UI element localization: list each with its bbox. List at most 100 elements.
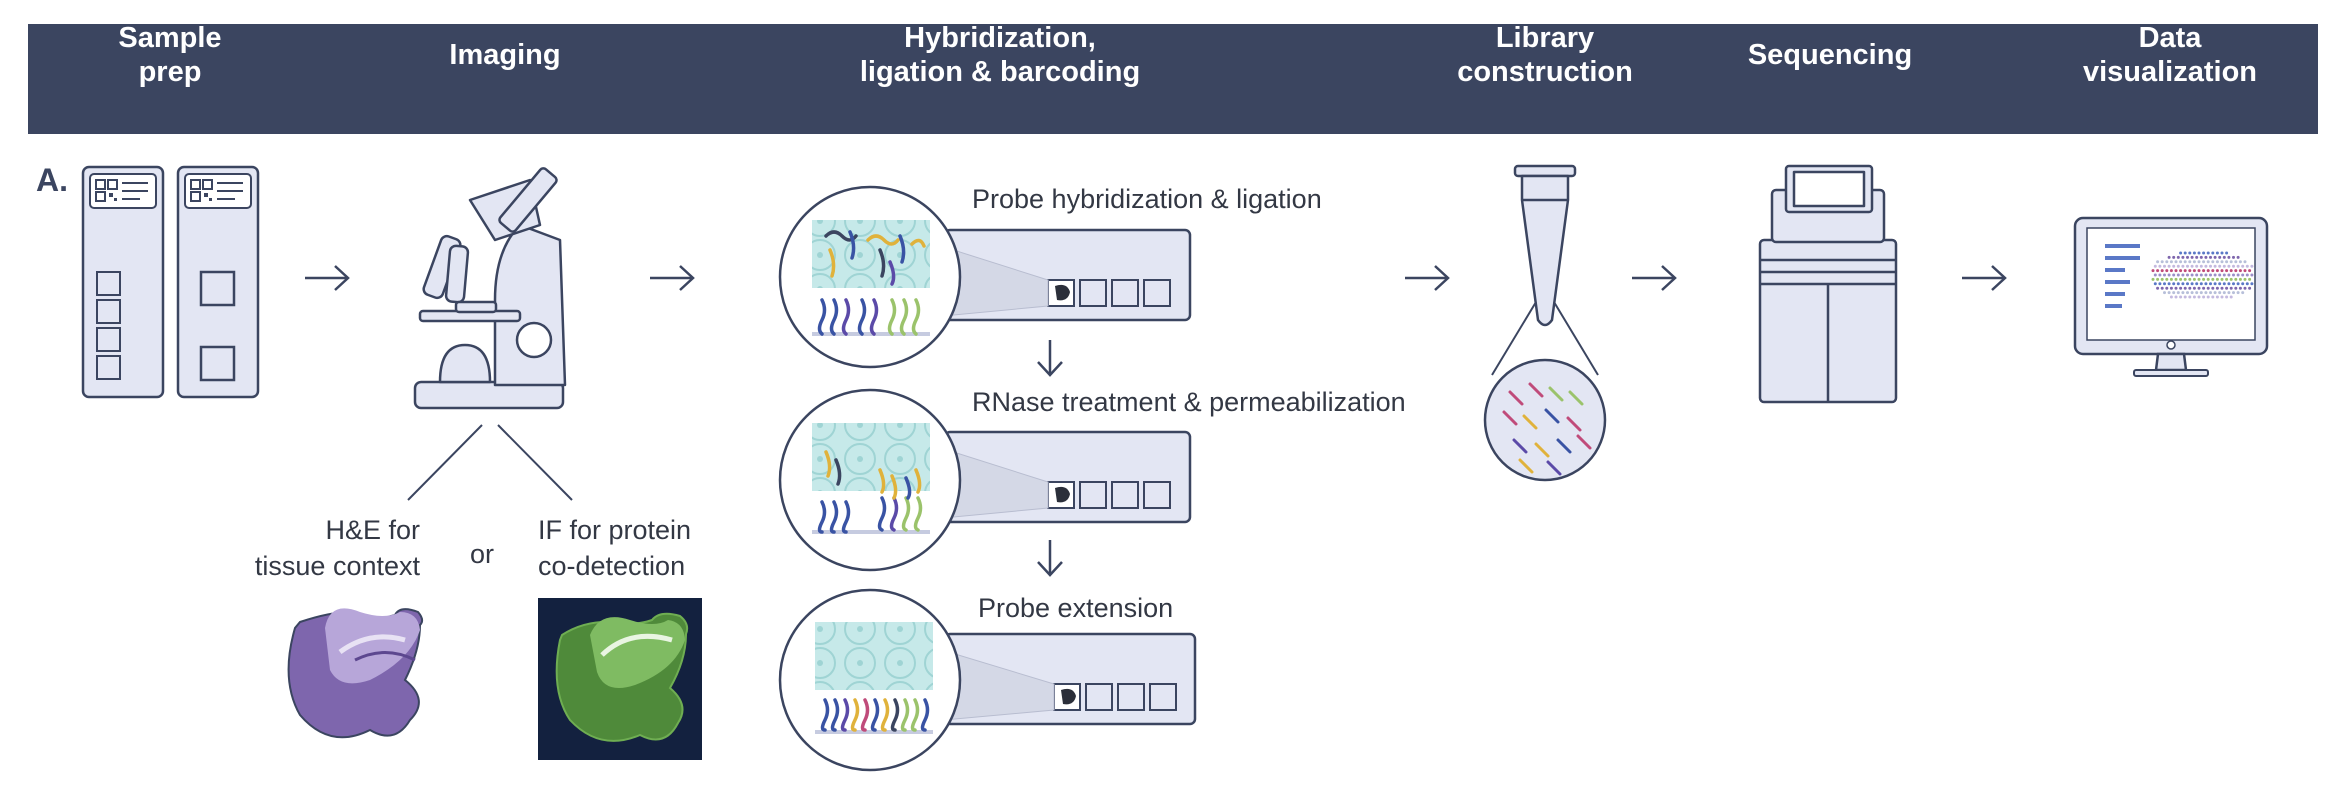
plot-dot: [2232, 282, 2235, 286]
step-data-visualization: Data visualization: [2082, 22, 2258, 88]
plot-dot: [2211, 277, 2215, 281]
plot-dot: [2176, 282, 2180, 286]
plot-dot: [2227, 291, 2231, 295]
plot-dot: [2211, 286, 2215, 290]
plot-dot: [2227, 255, 2231, 259]
plot-dot: [2165, 269, 2169, 273]
plot-dot: [2236, 282, 2240, 286]
plot-dot: [2174, 269, 2178, 273]
plot-dot: [2238, 277, 2242, 281]
plot-dot: [2179, 286, 2183, 290]
sample-slide-2: [176, 165, 260, 399]
plot-dot: [2232, 291, 2235, 295]
plot-dot: [2174, 286, 2178, 290]
magnifier-lens-1: [778, 185, 962, 369]
plot-dot: [2197, 269, 2201, 273]
plot-dot: [2209, 273, 2212, 277]
plot-dot: [2243, 260, 2247, 264]
plot-dot: [2195, 255, 2199, 259]
plot-dot: [2176, 264, 2180, 268]
plot-dot: [2202, 286, 2206, 290]
plot-dot: [2215, 260, 2219, 264]
plot-dot: [2169, 277, 2173, 281]
plot-dot: [2179, 260, 2183, 264]
plot-dot: [2165, 277, 2169, 281]
stage-probe-extension: Probe extension: [978, 593, 1174, 623]
plot-dot: [2250, 273, 2254, 277]
plot-dot: [2234, 260, 2238, 264]
plot-dot: [2192, 251, 2196, 255]
plot-dot: [2153, 273, 2157, 277]
plot-dot: [2160, 260, 2164, 264]
plot-dot: [2186, 255, 2189, 259]
plot-dot: [2202, 295, 2206, 299]
step-sample-prep: Sample prep: [118, 22, 222, 88]
plot-dot: [2188, 277, 2192, 281]
plot-dot: [2206, 260, 2210, 264]
plot-dot: [2213, 273, 2217, 277]
plot-dot: [2206, 277, 2210, 281]
plot-dot: [2188, 269, 2192, 273]
plot-dot: [2181, 282, 2185, 286]
plot-dot: [2236, 273, 2240, 277]
plot-dot: [2176, 273, 2180, 277]
plot-dot: [2204, 255, 2208, 259]
arrow-down-icon: [1036, 538, 1064, 577]
plot-dot: [2172, 264, 2176, 268]
plot-dot: [2151, 277, 2155, 281]
plot-dot: [2153, 264, 2157, 268]
he-tissue-image: [287, 608, 424, 739]
arrow-right-icon: [1960, 264, 2007, 292]
arrow-down-icon: [1036, 338, 1064, 377]
plot-dot: [2229, 269, 2233, 273]
plot-dot: [2206, 286, 2210, 290]
plot-dot: [2215, 286, 2219, 290]
step-hybridization: Hybridization, ligation & barcoding: [859, 22, 1141, 88]
plot-dot: [2165, 286, 2169, 290]
plot-dot: [2211, 269, 2215, 273]
plot-dot: [2179, 277, 2183, 281]
plot-dot: [2204, 264, 2208, 268]
plot-dot: [2202, 269, 2206, 273]
plot-dot: [2174, 260, 2178, 264]
plot-dot: [2199, 273, 2203, 277]
plot-dot: [2250, 264, 2254, 268]
plot-dot: [2220, 260, 2224, 264]
plot-dot: [2181, 255, 2185, 259]
plot-dot: [2222, 273, 2226, 277]
plot-dot: [2174, 295, 2178, 299]
plot-dot: [2211, 251, 2215, 255]
plot-dot: [2186, 282, 2189, 286]
plot-dot: [2197, 260, 2201, 264]
plot-dot: [2232, 255, 2235, 259]
plot-dot: [2169, 260, 2173, 264]
arrow-right-icon: [1403, 264, 1450, 292]
plot-dot: [2169, 286, 2173, 290]
plot-dot: [2174, 277, 2178, 281]
plot-dot: [2169, 269, 2173, 273]
plot-dot: [2183, 251, 2187, 255]
plot-dot: [2153, 282, 2157, 286]
plot-dot: [2218, 273, 2222, 277]
plot-dot: [2209, 282, 2212, 286]
plot-dot: [2183, 286, 2187, 290]
plot-dot: [2192, 269, 2196, 273]
stage-probe-hybridization: Probe hybridization & ligation: [972, 184, 1322, 214]
plot-dot: [2181, 291, 2185, 295]
plot-dot: [2160, 269, 2164, 273]
plot-dot: [2218, 282, 2222, 286]
plot-dot: [2179, 295, 2183, 299]
hyb-slide-2: [921, 430, 1192, 524]
arrow-right-icon: [1630, 264, 1677, 292]
plot-dot: [2227, 282, 2231, 286]
plot-dot: [2192, 260, 2196, 264]
plot-dot: [2197, 286, 2201, 290]
plot-dot: [2211, 295, 2215, 299]
plot-dot: [2202, 277, 2206, 281]
plot-dot: [2211, 260, 2215, 264]
plot-dot: [2238, 260, 2242, 264]
plot-dot: [2188, 260, 2192, 264]
plot-dot: [2160, 286, 2164, 290]
plot-dot: [2215, 251, 2219, 255]
plot-dot: [2186, 291, 2189, 295]
